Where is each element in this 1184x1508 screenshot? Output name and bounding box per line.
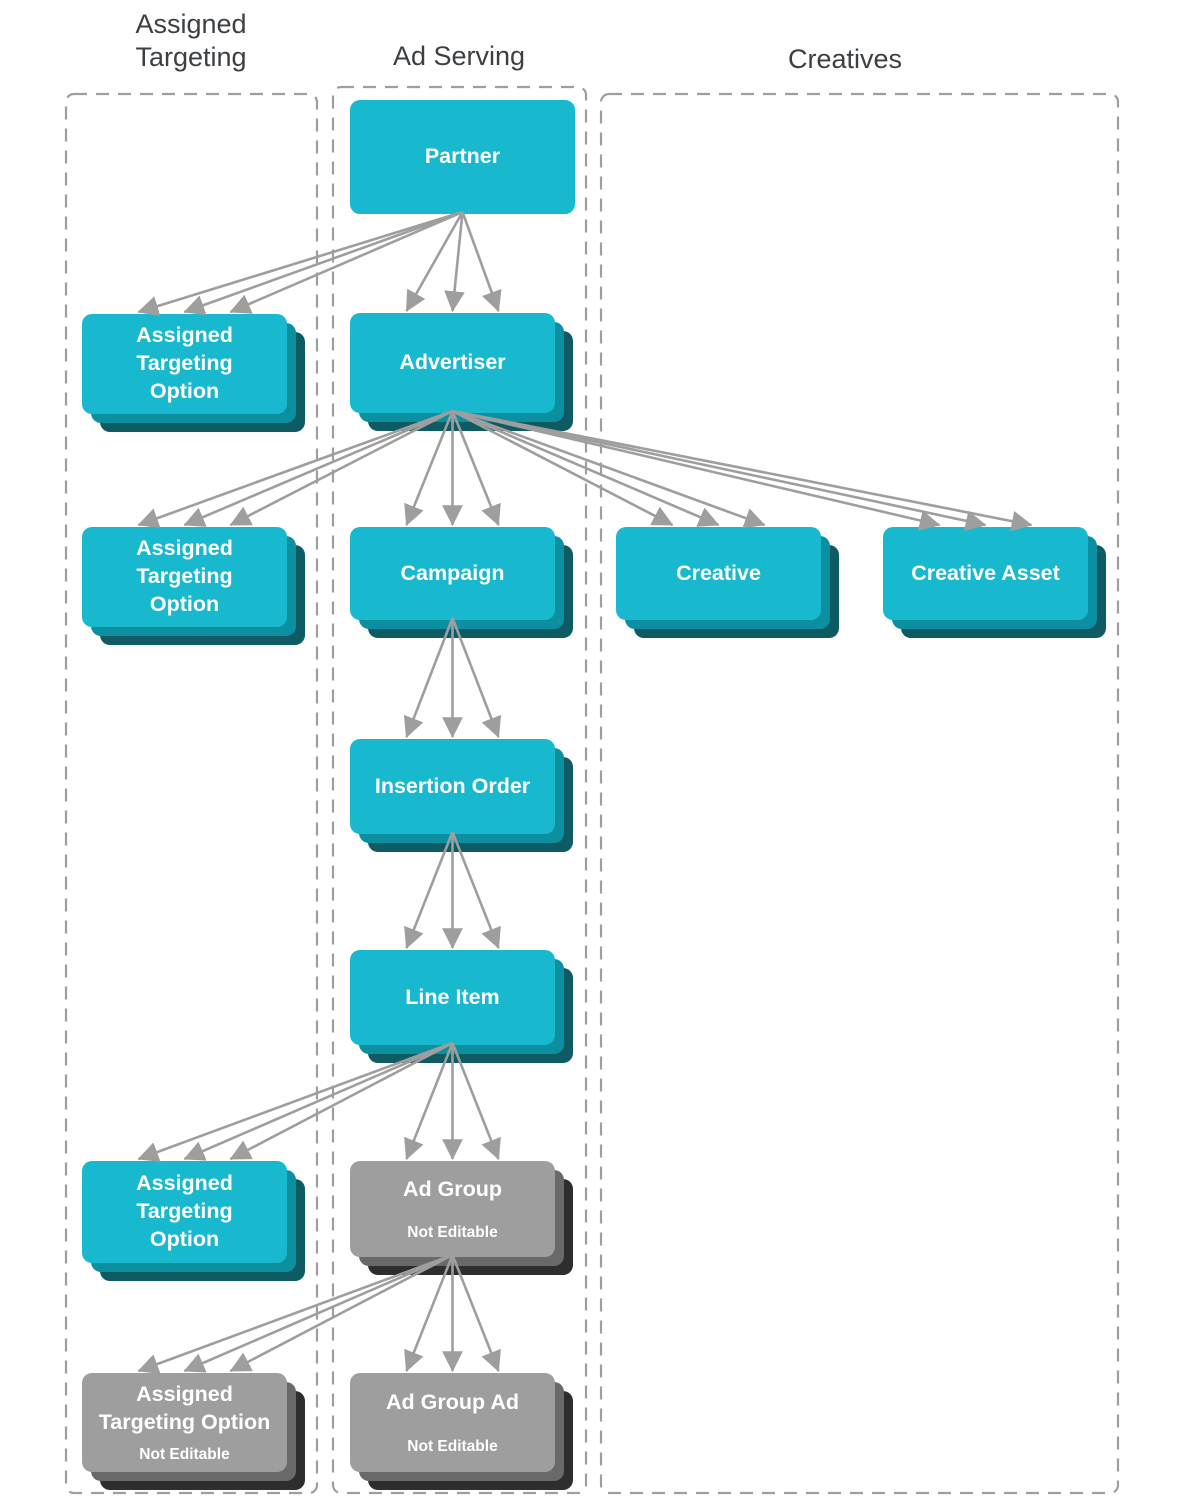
node-ad-group-ad: Ad Group Ad Not Editable (350, 1373, 555, 1472)
node-creative: Creative (616, 527, 821, 620)
node-label: Partner (424, 144, 501, 169)
node-assigned-targeting-option-1: Assigned Targeting Option (82, 314, 287, 414)
node-label: Assigned Targeting Option (136, 323, 233, 403)
node-sublabel: Not Editable (407, 1437, 498, 1455)
node-label: Creative (676, 560, 761, 585)
node-label: Assigned Targeting Option (98, 1382, 271, 1434)
node-label: Insertion Order (374, 773, 531, 798)
node-advertiser: Advertiser (350, 313, 555, 413)
node-sublabel: Not Editable (407, 1224, 498, 1242)
node-label: Ad Group Ad (386, 1390, 519, 1415)
node-assigned-targeting-option-2: Assigned Targeting Option (82, 527, 287, 627)
node-label: Assigned Targeting Option (136, 1171, 233, 1251)
node-partner: Partner (350, 100, 575, 214)
node-label: Campaign (400, 560, 505, 585)
node-creative-asset: Creative Asset (883, 527, 1088, 620)
node-label: Ad Group (402, 1176, 503, 1201)
column-header-assigned-targeting: Assigned Targeting (135, 9, 247, 73)
node-label: Line Item (405, 984, 500, 1009)
node-sublabel: Not Editable (139, 1445, 230, 1463)
column-header-ad-serving: Ad Serving (392, 41, 526, 71)
node-insertion-order: Insertion Order (350, 739, 555, 834)
column-box-creatives (599, 92, 1120, 1495)
column-header-creatives: Creatives (787, 44, 903, 74)
node-line-item: Line Item (350, 950, 555, 1045)
column-box-ad-serving (331, 85, 588, 1495)
node-label: Creative Asset (911, 560, 1060, 585)
column-box-assigned-targeting (64, 92, 319, 1495)
node-campaign: Campaign (350, 527, 555, 620)
node-assigned-targeting-option-3: Assigned Targeting Option (82, 1161, 287, 1263)
node-label: Assigned Targeting Option (136, 536, 233, 616)
node-label: Advertiser (399, 350, 506, 375)
